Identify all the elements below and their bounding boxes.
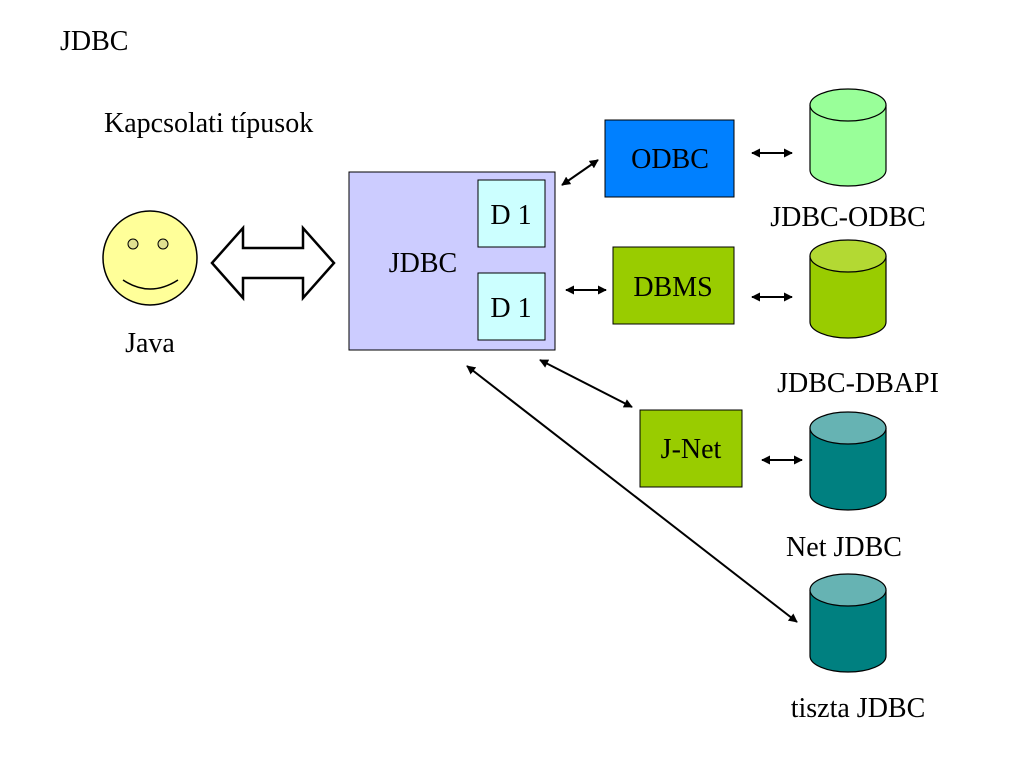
arrow-jdbc-pure-db <box>466 365 798 623</box>
database-cylinder-icon <box>809 88 887 187</box>
jnet-box-label: J-Net <box>661 434 722 465</box>
driver-box-1 <box>477 179 546 248</box>
jdbc-box-label: JDBC <box>389 248 457 279</box>
arrow-jdbc-odbc <box>561 159 599 186</box>
arrow-jdbc-jnet <box>539 359 633 408</box>
db-label-jdbc-odbc: JDBC-ODBC <box>770 202 926 233</box>
driver-box-1-label: D 1 <box>490 200 531 231</box>
java-label: Java <box>125 328 175 359</box>
database-cylinder-icon <box>809 239 887 339</box>
java-jdbc-double-arrow <box>210 224 336 302</box>
db-label-tiszta-jdbc: tiszta JDBC <box>791 693 926 724</box>
smiley-face-icon <box>102 210 198 306</box>
driver-box-2 <box>477 272 546 341</box>
odbc-box <box>604 119 735 198</box>
db-label-net-jdbc: Net JDBC <box>786 532 902 563</box>
db-label-jdbc-dbapi: JDBC-DBAPI <box>777 368 939 399</box>
database-cylinder-icon <box>809 411 887 511</box>
database-cylinder-icon <box>809 573 887 673</box>
odbc-box-label: ODBC <box>631 144 709 175</box>
page-title: JDBC <box>60 26 128 57</box>
dbms-box-label: DBMS <box>633 272 712 303</box>
driver-box-2-label: D 1 <box>490 293 531 324</box>
page-subtitle: Kapcsolati típusok <box>104 108 313 139</box>
dbms-box <box>612 246 735 325</box>
